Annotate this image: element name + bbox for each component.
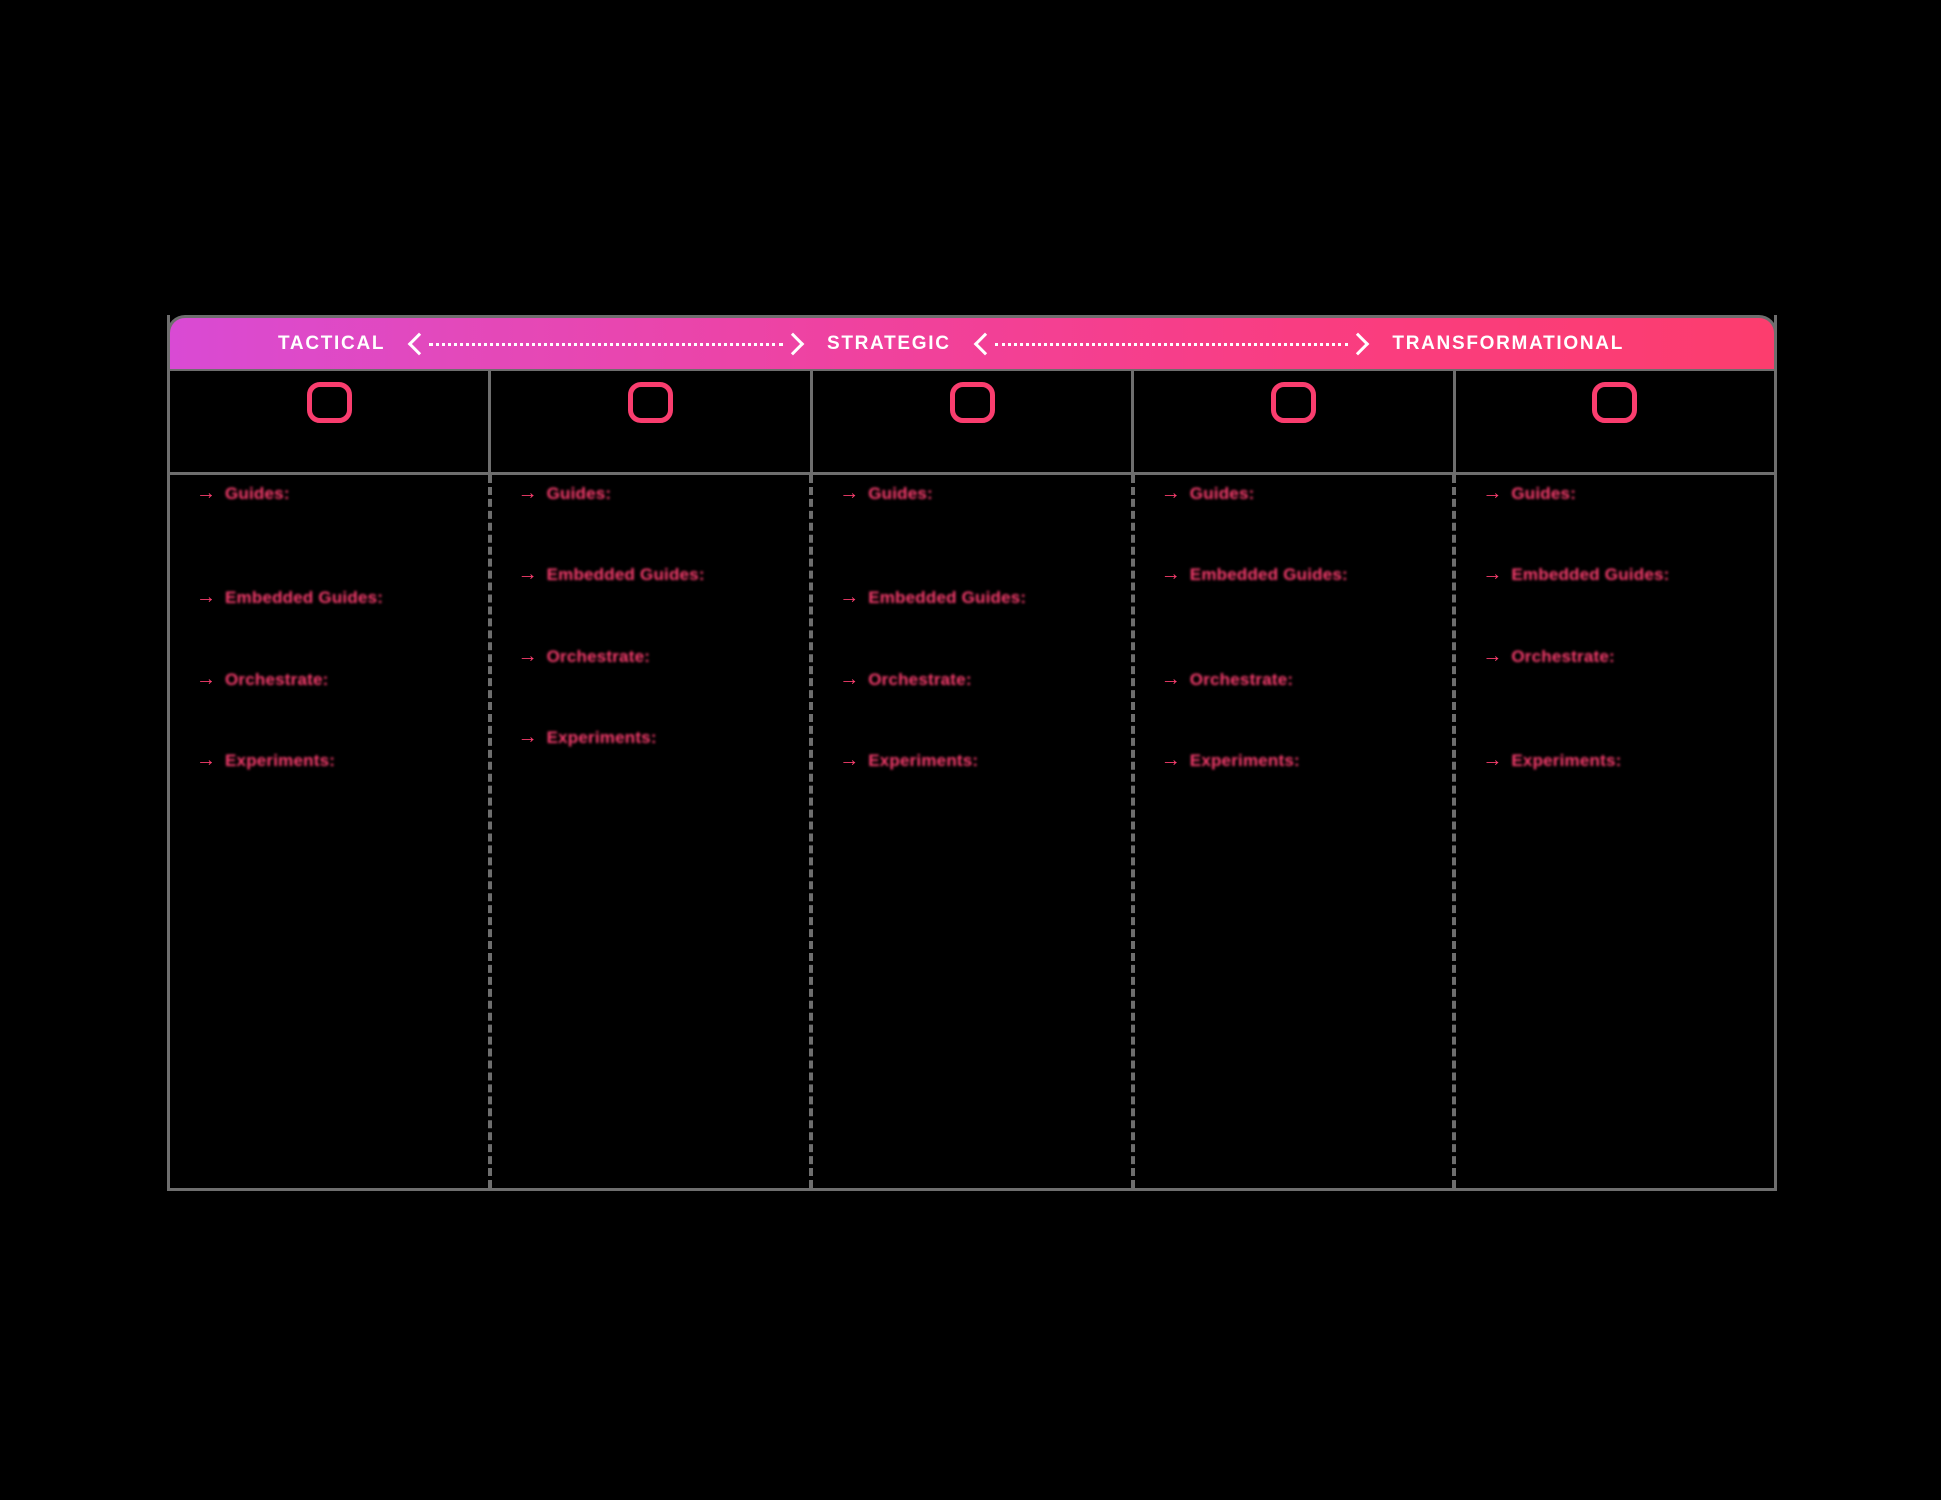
- bullet-item: → Experiments:: [518, 727, 657, 747]
- arrow-right-icon: →: [839, 586, 860, 608]
- bullet-label: Guides:: [868, 483, 933, 503]
- bullet-item: → Embedded Guides:: [1161, 564, 1348, 584]
- tactical-to-strategic-connector: [407, 332, 805, 355]
- arrow-right-icon: →: [196, 586, 216, 608]
- bullet-label: Embedded Guides:: [225, 587, 384, 607]
- chevron-left-icon: [973, 332, 996, 355]
- arrow-right-icon: →: [839, 482, 860, 504]
- bullet-label: Experiments:: [225, 750, 336, 770]
- arrow-right-icon: →: [517, 482, 538, 504]
- stage-icon-cell-4[interactable]: [1134, 371, 1456, 472]
- spectrum-label-strategic: STRATEGIC: [826, 332, 951, 354]
- chevron-right-icon: [781, 332, 805, 355]
- bullet-label: Experiments:: [1189, 750, 1300, 770]
- bullet-label: Guides:: [225, 483, 290, 503]
- chevron-right-icon: [1347, 332, 1370, 355]
- rounded-square-outline-icon: [949, 382, 995, 423]
- spectrum-label-transformational: TRANSFORMATIONAL: [1392, 332, 1625, 354]
- bullet-item: → Experiments:: [1161, 750, 1300, 770]
- arrow-right-icon: →: [196, 749, 216, 771]
- bullet-label: Embedded Guides:: [1189, 564, 1348, 584]
- chevron-left-icon: [407, 332, 431, 355]
- bullet-label: Embedded Guides:: [1511, 564, 1670, 584]
- bullet-item: → Guides:: [518, 483, 612, 503]
- bullet-item: → Experiments:: [839, 750, 978, 770]
- arrow-right-icon: →: [517, 726, 538, 748]
- arrow-right-icon: →: [839, 749, 860, 771]
- spectrum-label-tactical: TACTICAL: [278, 332, 386, 354]
- bullet-label: Guides:: [1511, 483, 1577, 503]
- bullet-label: Orchestrate:: [225, 669, 329, 689]
- stage-icon-cell-2[interactable]: [491, 371, 813, 472]
- bullet-label: Guides:: [1189, 483, 1255, 503]
- bullet-item: → Guides:: [196, 483, 290, 503]
- bullet-label: Orchestrate:: [1189, 669, 1294, 689]
- stage-icon-cell-1[interactable]: [170, 371, 492, 472]
- arrow-right-icon: →: [1482, 645, 1503, 667]
- stage-content-column-4: → Guides: → Embedded Guides: → Orchestrate: → E…: [1135, 475, 1457, 1188]
- bullet-label: Experiments:: [546, 727, 657, 747]
- bullet-label: Embedded Guides:: [868, 587, 1027, 607]
- bullet-item: → Orchestrate:: [196, 669, 329, 689]
- bullet-item: → Orchestrate:: [839, 669, 972, 689]
- stage-content-column-5: → Guides: → Embedded Guides: → Orchestrate: → E…: [1456, 475, 1774, 1188]
- stage-content-column-3: → Guides: → Embedded Guides: → Orchestrate: → E…: [813, 475, 1135, 1188]
- bullet-item: → Embedded Guides:: [1482, 564, 1669, 584]
- rounded-square-outline-icon: [1592, 382, 1638, 423]
- bullet-item: → Guides:: [839, 483, 933, 503]
- bullet-label: Orchestrate:: [1511, 646, 1615, 666]
- arrow-right-icon: →: [196, 482, 216, 504]
- stage-icon-cell-3[interactable]: [813, 371, 1135, 472]
- bullet-label: Guides:: [546, 483, 612, 503]
- bullet-label: Experiments:: [868, 750, 979, 770]
- bullet-label: Orchestrate:: [868, 669, 972, 689]
- arrow-right-icon: →: [1482, 749, 1503, 771]
- arrow-right-icon: →: [196, 668, 216, 690]
- bullet-item: → Experiments:: [1482, 750, 1621, 770]
- arrow-right-icon: →: [1482, 563, 1503, 585]
- dotted-line: [429, 342, 783, 346]
- arrow-right-icon: →: [1482, 482, 1503, 504]
- bullet-label: Experiments:: [1511, 750, 1622, 770]
- spectrum-header-bar: TACTICAL STRATEGIC TRANSFORMATIONAL: [167, 315, 1777, 371]
- stage-content-column-2: → Guides: → Embedded Guides: → Orchestrate: → E…: [492, 475, 814, 1188]
- rounded-square-outline-icon: [306, 382, 352, 423]
- rounded-square-outline-icon: [1270, 382, 1316, 423]
- dotted-line: [994, 342, 1349, 346]
- bullet-item: → Orchestrate:: [518, 646, 651, 666]
- bullet-item: → Guides:: [1161, 483, 1255, 503]
- bullet-label: Orchestrate:: [546, 646, 651, 666]
- stage-content-row: → Guides: → Embedded Guides: → Orchestrate: → E…: [170, 475, 1774, 1188]
- bullet-item: → Embedded Guides:: [518, 564, 705, 584]
- stage-icon-row: [170, 371, 1774, 475]
- arrow-right-icon: →: [1160, 563, 1181, 585]
- stage-content-column-1: → Guides: → Embedded Guides: → Orchestrate: → E…: [170, 475, 492, 1188]
- bullet-item: → Orchestrate:: [1161, 669, 1294, 689]
- bullet-item: → Embedded Guides:: [196, 587, 383, 607]
- rounded-square-outline-icon: [628, 382, 674, 423]
- bullet-item: → Embedded Guides:: [839, 587, 1026, 607]
- arrow-right-icon: →: [517, 563, 538, 585]
- maturity-matrix-card: → Guides: → Embedded Guides: → Orchestrate: → E…: [167, 315, 1777, 1191]
- arrow-right-icon: →: [517, 645, 538, 667]
- bullet-item: → Experiments:: [196, 750, 335, 770]
- arrow-right-icon: →: [839, 668, 860, 690]
- stage-icon-cell-5[interactable]: [1456, 371, 1774, 472]
- bullet-item: → Guides:: [1482, 483, 1576, 503]
- arrow-right-icon: →: [1160, 668, 1181, 690]
- arrow-right-icon: →: [1160, 482, 1181, 504]
- bullet-label: Embedded Guides:: [546, 564, 705, 584]
- strategic-to-transformational-connector: [973, 332, 1371, 355]
- arrow-right-icon: →: [1160, 749, 1181, 771]
- bullet-item: → Orchestrate:: [1482, 646, 1615, 666]
